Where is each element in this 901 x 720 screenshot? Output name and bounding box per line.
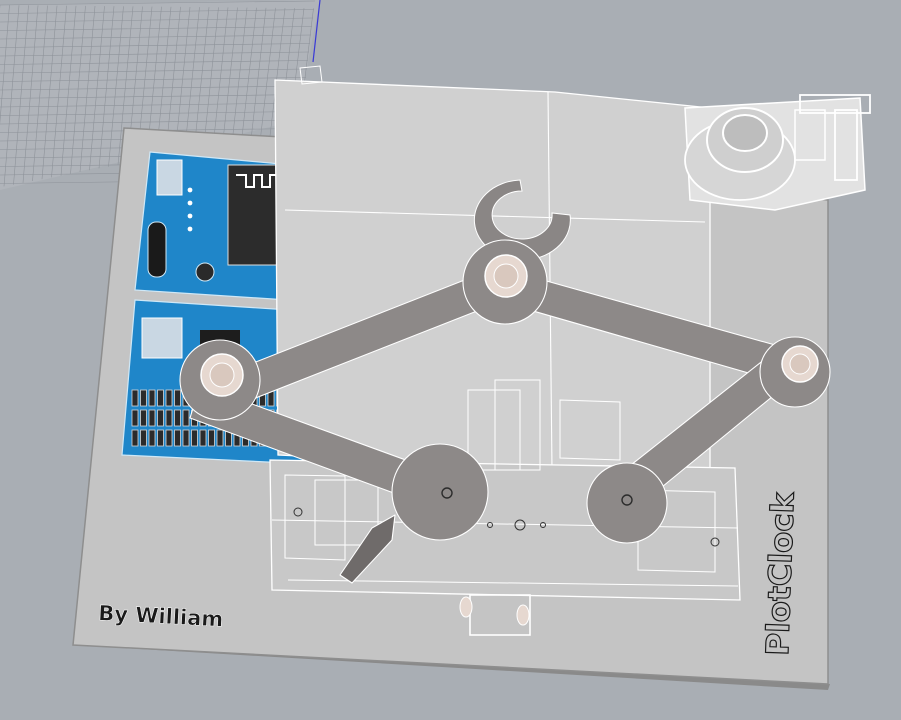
pen-holder-clip	[473, 179, 571, 261]
servo-bracket	[684, 94, 871, 211]
z-axis-line	[312, 0, 321, 63]
engraved-title-text: PlotClock	[760, 491, 802, 657]
usb-connector-top	[156, 159, 183, 196]
screw-center	[484, 254, 528, 298]
screw-left	[200, 353, 244, 397]
screw-right	[781, 345, 819, 383]
bottom-clamp	[459, 594, 531, 636]
servo-horn-left	[339, 514, 396, 584]
sd-card-slot	[141, 317, 183, 359]
construction-grid	[0, 0, 321, 190]
joint-screws	[200, 254, 819, 506]
buzzer	[195, 262, 215, 282]
pcb-board-top	[134, 151, 293, 301]
plotter-arms	[179, 239, 831, 584]
